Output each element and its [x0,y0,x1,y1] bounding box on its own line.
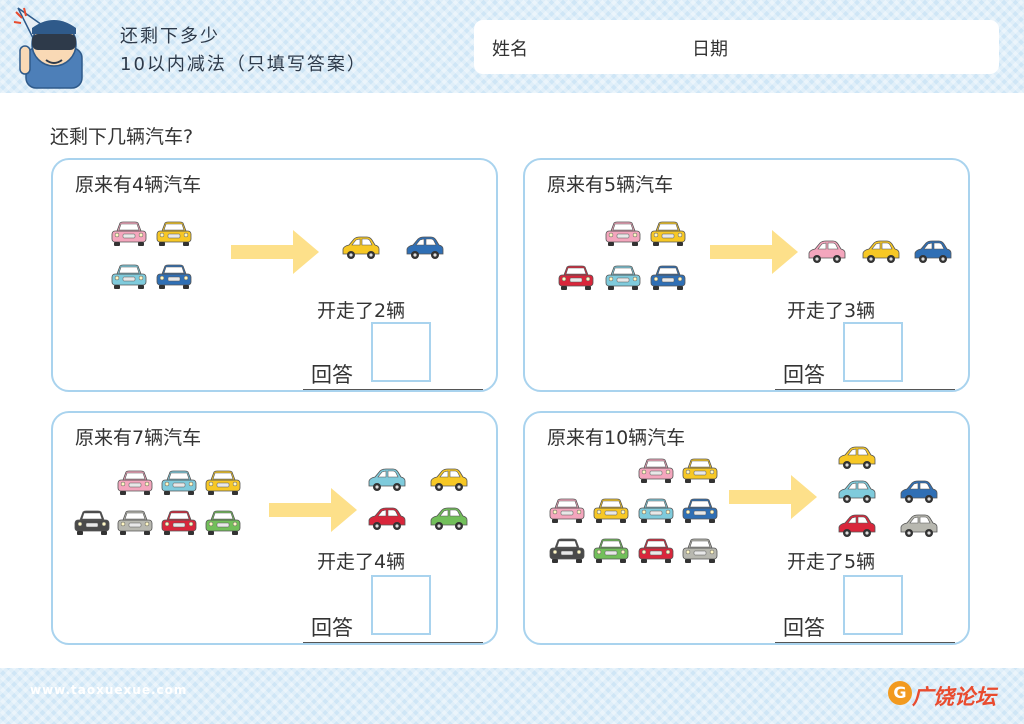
problem-panel-2: 原来有5辆汽车 开走了3辆 回答 [523,158,970,392]
car-front-icon [682,538,718,563]
car-front-icon [650,265,686,290]
mascot-icon [13,7,83,89]
driven-away-text: 开走了3辆 [787,300,876,322]
car-side-icon [430,468,468,491]
car-front-icon [549,538,585,563]
problem-panel-1: 原来有4辆汽车 开走了2辆 回答 [51,158,498,392]
car-front-icon [682,498,718,523]
car-front-icon [638,538,674,563]
car-side-icon [838,514,876,537]
answer-box[interactable] [371,575,431,635]
car-front-icon [205,510,241,535]
car-front-icon [638,498,674,523]
answer-label: 回答 [783,363,825,387]
car-front-icon [605,265,641,290]
arrow-right-icon [710,230,798,274]
arrow-right-icon [269,488,357,532]
car-front-icon [549,498,585,523]
arrow-right-icon [729,475,817,519]
car-front-icon [74,510,110,535]
name-date-box: 姓名 日期 [474,20,999,74]
arrow-right-icon [231,230,319,274]
driven-away-text: 开走了4辆 [317,551,406,573]
car-side-icon [342,236,380,259]
car-front-icon [593,498,629,523]
footer-band [0,668,1024,724]
car-side-icon [862,240,900,263]
problem-panel-3: 原来有7辆汽车 开走了4辆 回答 [51,411,498,645]
answer-box[interactable] [371,322,431,382]
brand-name: 广饶论坛 [912,685,996,709]
problem-panel-4: 原来有10辆汽车 开走了5辆 回答 [523,411,970,645]
answer-line [775,642,955,643]
answer-label: 回答 [311,616,353,640]
car-front-icon [156,221,192,246]
car-front-icon [682,458,718,483]
car-side-icon [838,480,876,503]
car-front-icon [650,221,686,246]
answer-box[interactable] [843,322,903,382]
panel-title: 原来有10辆汽车 [547,427,686,449]
panel-title: 原来有4辆汽车 [75,174,202,196]
car-side-icon [900,480,938,503]
car-front-icon [161,510,197,535]
car-front-icon [205,470,241,495]
car-front-icon [161,470,197,495]
answer-box[interactable] [843,575,903,635]
answer-label: 回答 [783,616,825,640]
car-side-icon [900,514,938,537]
car-front-icon [593,538,629,563]
car-front-icon [111,264,147,289]
car-side-icon [368,468,406,491]
car-front-icon [117,510,153,535]
answer-line [303,389,483,390]
answer-line [775,389,955,390]
car-front-icon [605,221,641,246]
car-side-icon [368,507,406,530]
panel-title: 原来有5辆汽车 [547,174,674,196]
car-side-icon [808,240,846,263]
car-side-icon [430,507,468,530]
answer-label: 回答 [311,363,353,387]
instruction-text: 还剩下几辆汽车? [50,126,194,148]
worksheet-subtitle: 10以内减法（只填写答案） [120,54,367,75]
car-front-icon [638,458,674,483]
name-field-label[interactable]: 姓名 [492,39,528,60]
car-side-icon [914,240,952,263]
brand-logo-icon: G [888,681,912,705]
answer-line [303,642,483,643]
driven-away-text: 开走了5辆 [787,551,876,573]
car-front-icon [111,221,147,246]
worksheet-title: 还剩下多少 [120,26,220,47]
car-front-icon [117,470,153,495]
car-front-icon [558,265,594,290]
date-field-label[interactable]: 日期 [692,39,728,60]
car-side-icon [838,446,876,469]
site-url-text: www.taoxuexue.com [30,683,188,697]
panel-title: 原来有7辆汽车 [75,427,202,449]
car-front-icon [156,264,192,289]
driven-away-text: 开走了2辆 [317,300,406,322]
car-side-icon [406,236,444,259]
